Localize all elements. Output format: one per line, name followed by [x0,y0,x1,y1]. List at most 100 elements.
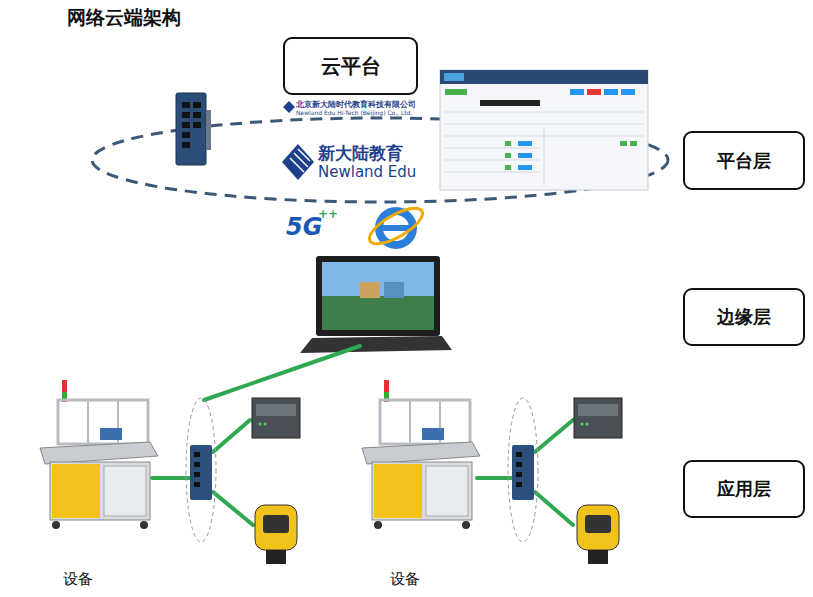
training-station [40,380,158,529]
layer-box: 云平台 [283,37,418,95]
green-link [213,420,250,452]
station-frame [409,400,411,444]
switch-port [194,482,200,487]
plc-led [586,423,589,426]
station-frame [380,400,470,444]
scanner-window [263,515,289,533]
screen-header [440,70,648,84]
screen-frame [440,70,648,190]
screen-status [505,165,511,170]
screen-status [505,153,511,158]
switch-port [516,482,522,487]
plc-unit [574,398,622,438]
station-cabinet [372,462,472,520]
station-door [104,466,146,516]
switch-ring [508,398,538,542]
plc-led [581,423,584,426]
network-logo-plus: ++ [318,208,338,222]
screen-row [444,172,540,173]
switch-port [182,122,190,128]
switch-port [516,452,522,457]
training-station [362,380,622,564]
screen-tile [384,282,404,298]
switch-port [193,122,201,128]
switch-port [182,102,190,108]
switch-port [194,462,200,467]
network-switch [190,445,212,500]
device-label: 设备 [390,571,420,588]
switch-rail [206,110,211,150]
switch-port [193,102,201,108]
layer-box: 平台层 [683,131,805,190]
station-table [362,442,480,464]
switch-port [182,142,190,148]
green-link [152,476,189,480]
laptop-keyboard [300,336,452,353]
brand-name-en: Newland Edu [318,164,416,181]
logo-mark [282,144,314,180]
station-part [100,428,122,440]
browser-orbit [365,201,428,250]
browser-bar [381,225,411,231]
station-wheel [52,521,60,529]
logo-stripe [294,153,308,167]
newland-logo [282,144,314,180]
network-logo: 5G [286,214,322,242]
diagram-title: 网络云端架构 [67,7,181,29]
station-wheel [462,521,470,529]
screen-row [444,112,644,113]
box-label: 平台层 [717,149,771,173]
plc-led [264,423,267,426]
box-label: 云平台 [321,53,381,80]
scanner-stand [588,550,608,564]
switch-port [182,112,190,118]
layer-box: 应用层 [683,460,805,518]
screen-row [444,124,644,125]
platform-screenshot [440,70,648,190]
box-label: 边缘层 [717,305,771,329]
screen-button [518,165,532,170]
laptop [300,256,452,353]
screen-tab [480,100,540,106]
screen-tile [360,282,380,298]
green-link [477,476,511,480]
box-label: 应用层 [717,477,771,501]
station-panel [374,464,422,518]
network-switch [512,445,534,500]
screen-button [445,89,467,95]
screen-divider [544,128,545,186]
switch-port [516,462,522,467]
screen-button [570,89,584,95]
switch-port [182,132,190,138]
green-link [204,346,360,400]
plc-led [259,423,262,426]
screen-button [604,89,618,95]
plc-panel [578,404,618,416]
screen-row [444,160,540,161]
station-frame [58,400,148,444]
scanner [255,505,297,550]
green-link [535,492,573,525]
station-wheel [374,521,382,529]
switch-port [516,472,522,477]
screen-status [505,141,511,146]
layer-box: 边缘层 [683,288,805,346]
switch-body [176,93,206,165]
screen-ground [322,296,434,330]
plc-panel [256,404,296,416]
screen-button [518,141,532,146]
station-table [40,442,158,464]
green-link [535,420,573,452]
station-panel [52,464,100,518]
scanner [577,505,619,550]
scanner-window [585,515,611,533]
company-name-en: Newland Edu Hi-Tech (Beijing) Co., Ltd. [296,110,412,117]
station-door [426,466,468,516]
switch-port [194,472,200,477]
brand-name: 新大陆教育 [318,144,403,164]
screen-button [621,89,635,95]
switch-port [194,452,200,457]
station-wheel [140,521,148,529]
network-switch [176,93,211,165]
